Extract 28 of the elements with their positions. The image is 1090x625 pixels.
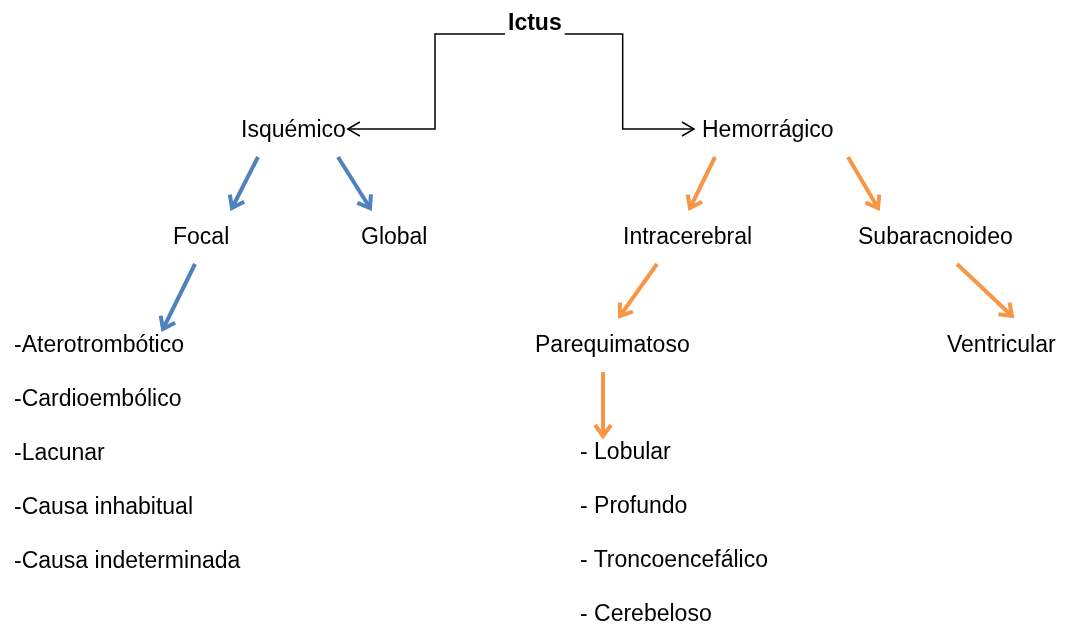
- arrow: [158, 263, 197, 331]
- node-label: Subaracnoideo: [858, 222, 1013, 250]
- list-item: -Causa inhabitual: [14, 492, 194, 521]
- node-label: Isquémico: [241, 115, 346, 143]
- list-item: - Cerebeloso: [580, 599, 713, 625]
- arrow: [846, 156, 882, 210]
- list-item: - Profundo: [580, 491, 689, 520]
- node-label: Parequimatoso: [535, 330, 690, 358]
- list-item: - Troncoencefálico: [580, 545, 768, 574]
- arrow: [336, 155, 373, 210]
- node-label: Focal: [173, 222, 230, 250]
- node-label: Intracerebral: [623, 222, 753, 250]
- node-label: Ventricular: [947, 330, 1056, 358]
- arrow: [955, 262, 1014, 318]
- arrow: [347, 33, 506, 137]
- arrow: [685, 156, 717, 210]
- arrow: [227, 156, 260, 210]
- node-label: Global: [361, 222, 428, 250]
- list-item: - Lobular: [580, 437, 672, 466]
- list-item: -Cardioembólico: [14, 384, 183, 413]
- list-item: -Causa indeterminada: [14, 546, 241, 575]
- list-item: -Lacunar: [14, 438, 106, 467]
- node-label: Hemorrágico: [702, 115, 834, 143]
- arrow: [617, 262, 659, 318]
- list-item: -Aterotrombótico: [14, 330, 185, 359]
- arrow: [563, 33, 695, 137]
- arrow: [593, 372, 613, 438]
- node-label: Ictus: [508, 8, 562, 36]
